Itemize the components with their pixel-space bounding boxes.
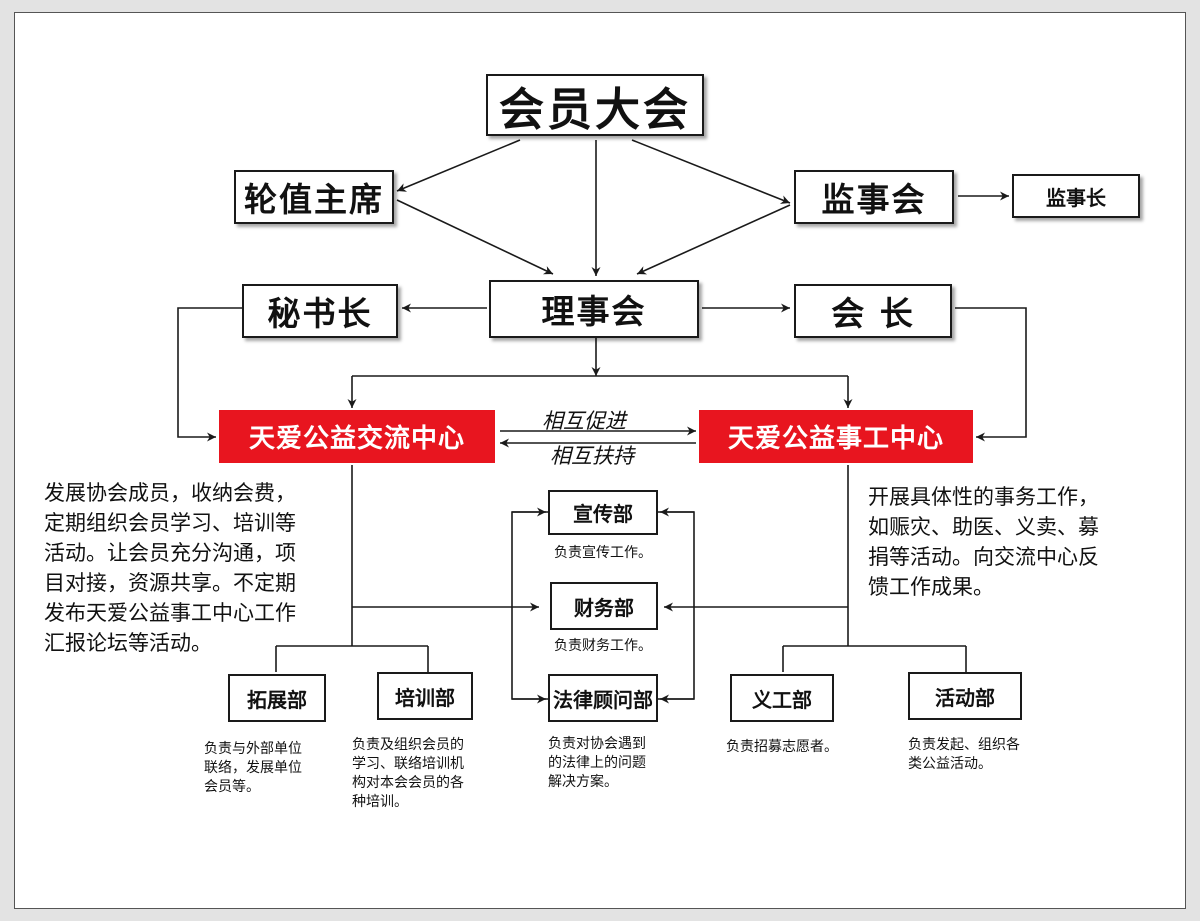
node-council: 理事会 bbox=[489, 280, 699, 338]
desc-line: 如赈灾、助医、义卖、募 bbox=[868, 515, 1099, 539]
dept-legal: 法律顾问部 bbox=[548, 674, 658, 722]
desc-line: 定期组织会员学习、培训等 bbox=[44, 511, 296, 535]
dept-volunteer: 义工部 bbox=[730, 674, 834, 722]
note-training: 负责及组织会员的 学习、联络培训机 构对本会会员的各 种培训。 bbox=[352, 736, 464, 812]
note-line: 负责对协会遇到 bbox=[548, 736, 646, 752]
desc-line: 目对接，资源共享。不定期 bbox=[44, 571, 296, 595]
dept-activity: 活动部 bbox=[908, 672, 1022, 720]
desc-line: 发布天爱公益事工中心工作 bbox=[44, 601, 296, 625]
note-line: 的法律上的问题 bbox=[548, 755, 646, 771]
desc-social-work-center: 开展具体性的事务工作， 如赈灾、助医、义卖、募 捐等活动。向交流中心反 馈工作成… bbox=[868, 482, 1158, 602]
edge-secretary-exchange-center bbox=[177, 307, 242, 442]
node-secretary-general: 秘书长 bbox=[242, 284, 398, 338]
desc-line: 馈工作成果。 bbox=[868, 575, 994, 599]
note-expansion: 负责与外部单位 联络，发展单位 会员等。 bbox=[204, 740, 302, 797]
dept-publicity: 宣传部 bbox=[548, 490, 658, 535]
bracket-left-publicity bbox=[511, 511, 548, 700]
bracket-right bbox=[658, 511, 695, 700]
note-line: 学习、联络培训机 bbox=[352, 756, 464, 772]
note-line: 负责宣传工作。 bbox=[554, 545, 652, 561]
dept-finance: 财务部 bbox=[550, 582, 658, 630]
dept-training: 培训部 bbox=[377, 672, 473, 720]
desc-line: 开展具体性的事务工作， bbox=[868, 485, 1099, 509]
note-line: 会员等。 bbox=[204, 779, 260, 795]
note-line: 联络，发展单位 bbox=[204, 760, 302, 776]
label-mutual-promote: 相互促进 bbox=[542, 409, 626, 433]
node-president: 会 长 bbox=[794, 284, 952, 338]
dept-expansion: 拓展部 bbox=[228, 674, 326, 722]
edge-assembly-supervisory-board bbox=[631, 139, 791, 204]
note-line: 构对本会会员的各 bbox=[352, 775, 464, 791]
note-line: 类公益活动。 bbox=[908, 756, 992, 772]
edge-supervisory-board-council bbox=[636, 204, 791, 275]
label-mutual-support: 相互扶持 bbox=[550, 444, 634, 468]
note-volunteer: 负责招募志愿者。 bbox=[726, 738, 838, 757]
note-line: 负责与外部单位 bbox=[204, 741, 302, 757]
desc-line: 捐等活动。向交流中心反 bbox=[868, 545, 1099, 569]
edge-rotating-chair-council bbox=[396, 199, 554, 275]
node-chief-supervisor: 监事长 bbox=[1012, 174, 1140, 218]
node-exchange-center: 天爱公益交流中心 bbox=[219, 410, 495, 463]
note-activity: 负责发起、组织各 类公益活动。 bbox=[908, 736, 1020, 774]
note-line: 解决方案。 bbox=[548, 774, 618, 790]
note-line: 种培训。 bbox=[352, 794, 408, 810]
node-member-assembly: 会员大会 bbox=[486, 74, 704, 136]
node-supervisory-board: 监事会 bbox=[794, 170, 954, 224]
note-line: 负责财务工作。 bbox=[554, 638, 652, 654]
desc-line: 发展协会成员，收纳会费， bbox=[44, 481, 296, 505]
node-rotating-chair: 轮值主席 bbox=[234, 170, 394, 224]
note-legal: 负责对协会遇到 的法律上的问题 解决方案。 bbox=[548, 735, 646, 792]
note-line: 负责发起、组织各 bbox=[908, 737, 1020, 753]
node-social-work-center: 天爱公益事工中心 bbox=[699, 410, 973, 463]
edge-president-social-center bbox=[955, 307, 1027, 442]
note-line: 负责招募志愿者。 bbox=[726, 739, 838, 755]
note-line: 负责及组织会员的 bbox=[352, 737, 464, 753]
org-chart-canvas bbox=[14, 12, 1186, 909]
desc-exchange-center: 发展协会成员，收纳会费， 定期组织会员学习、培训等 活动。让会员充分沟通，项 目… bbox=[44, 478, 354, 658]
note-publicity: 负责宣传工作。 bbox=[554, 544, 652, 563]
desc-line: 活动。让会员充分沟通，项 bbox=[44, 541, 296, 565]
note-finance: 负责财务工作。 bbox=[554, 637, 652, 656]
edge-assembly-rotating-chair bbox=[396, 139, 521, 192]
desc-line: 汇报论坛等活动。 bbox=[44, 631, 212, 655]
